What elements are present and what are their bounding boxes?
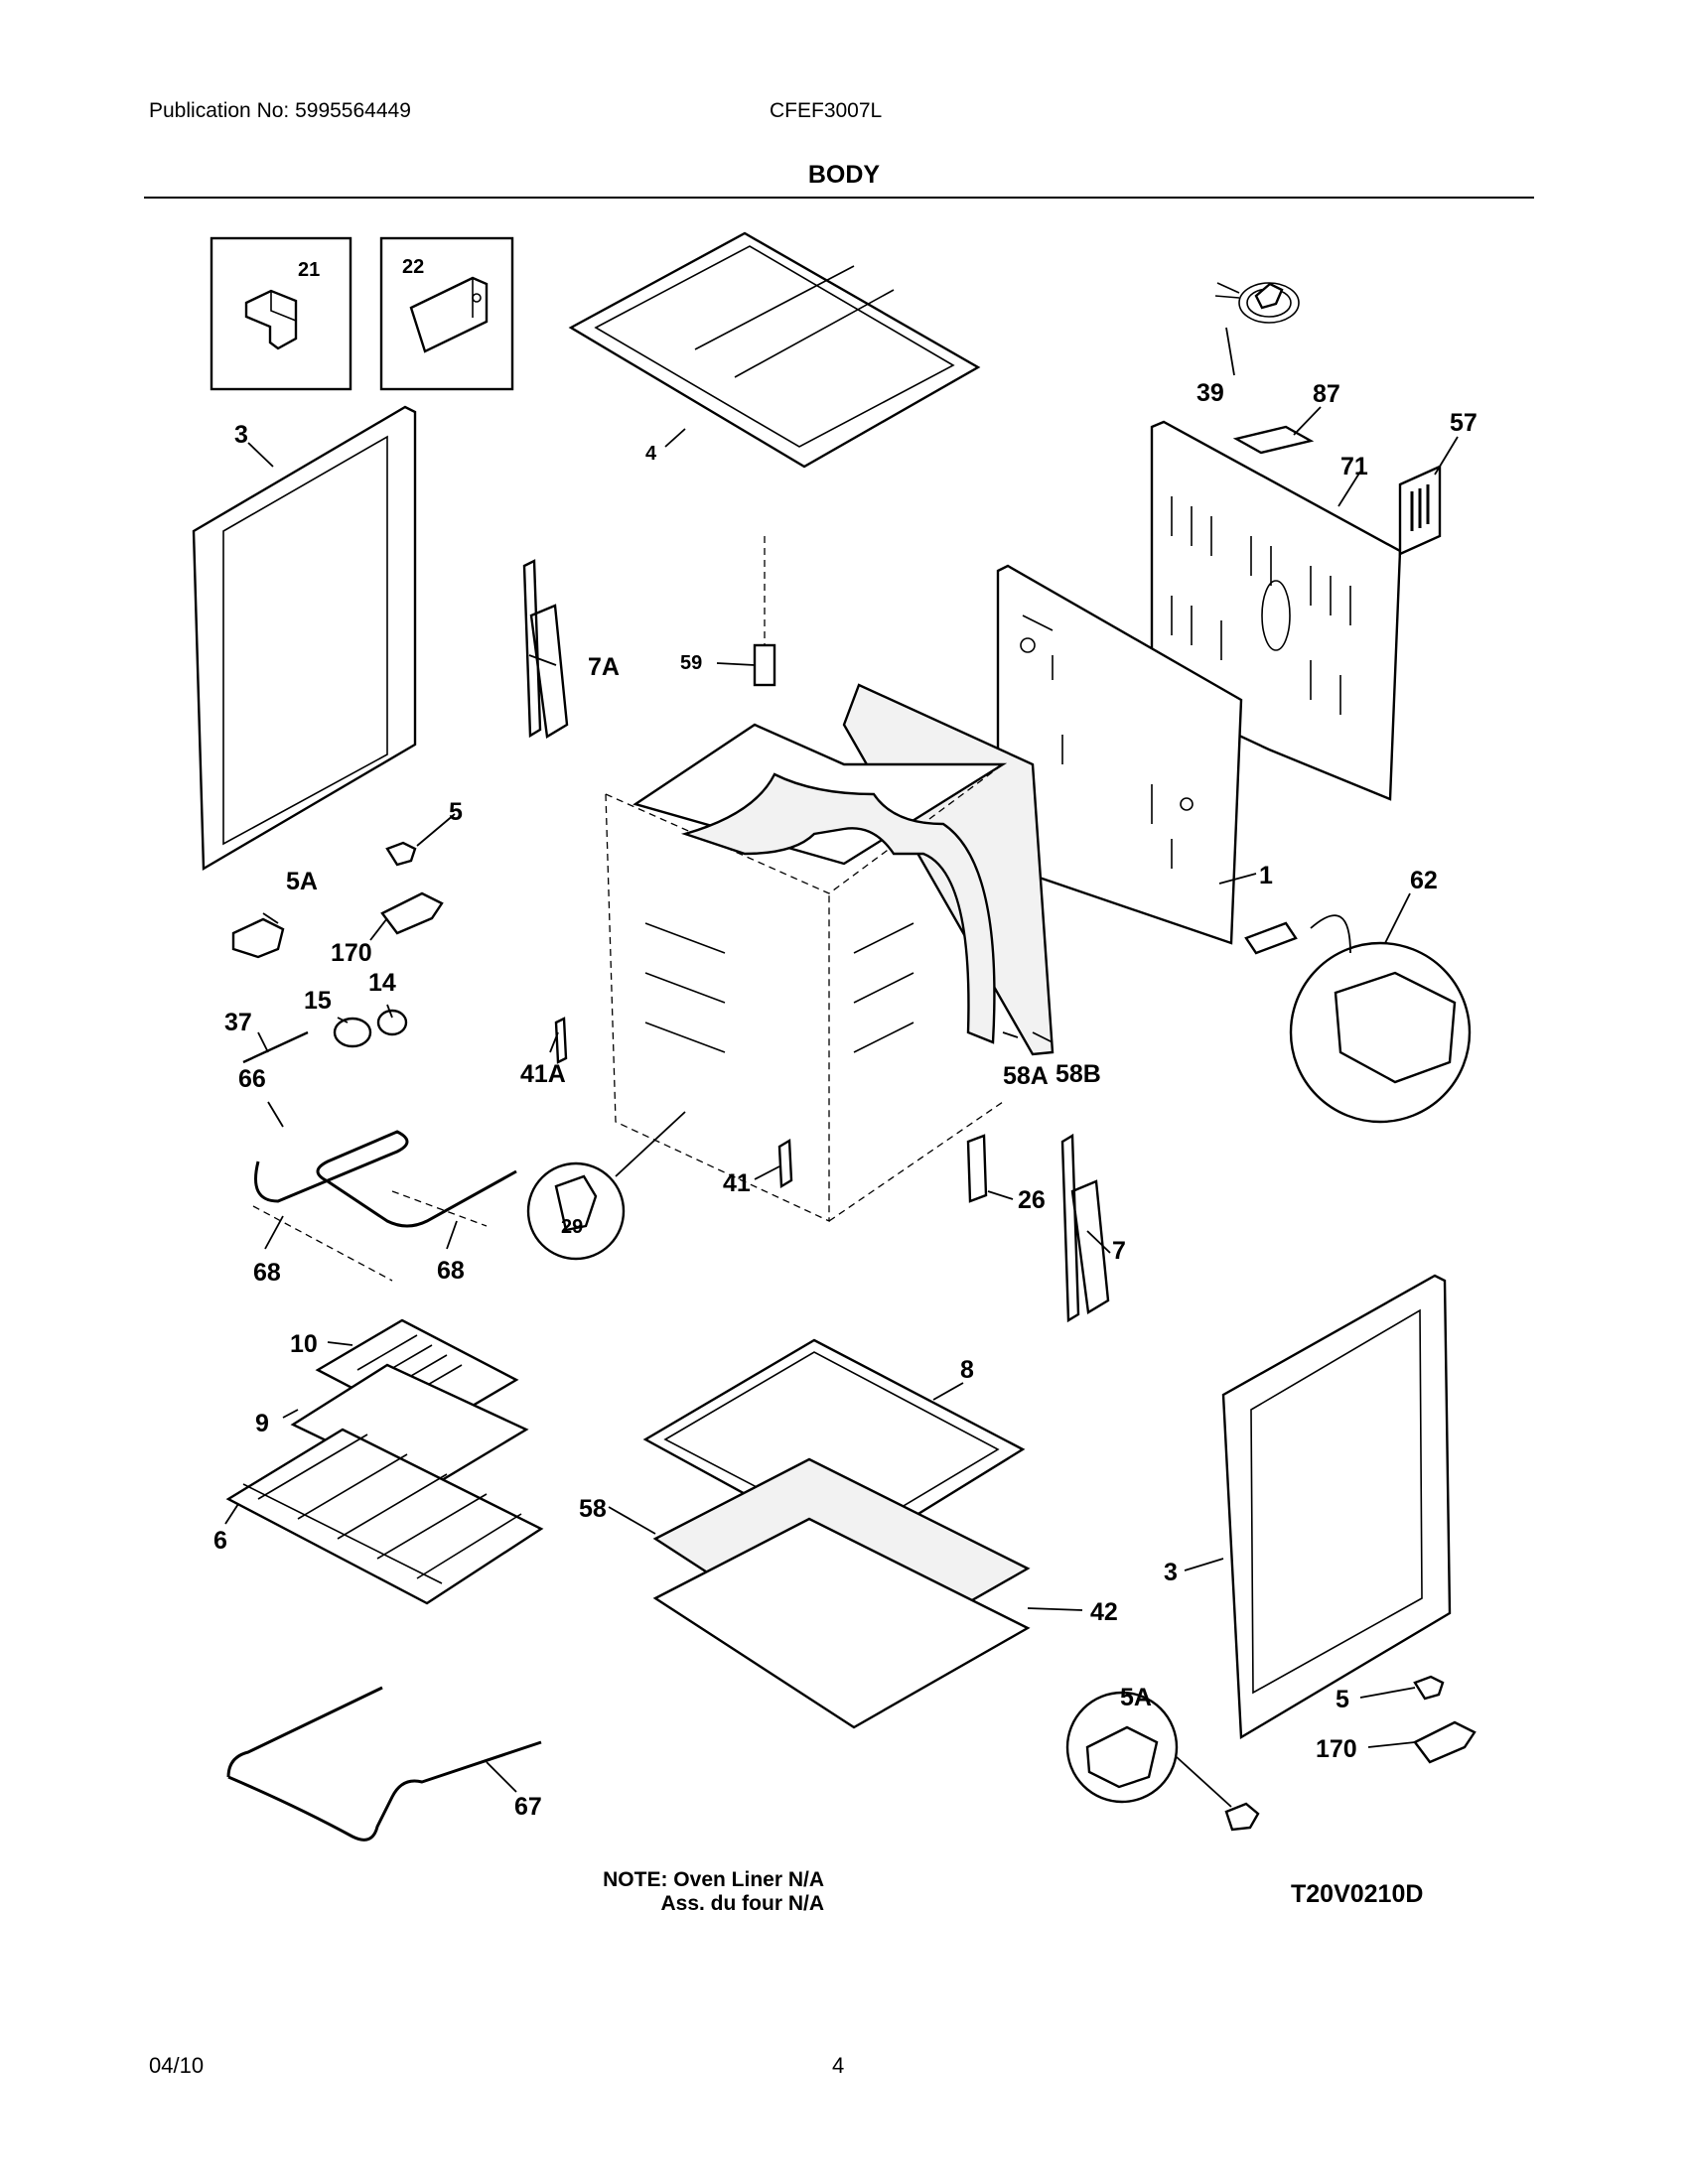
callout-26: 26 xyxy=(1018,1186,1046,1214)
part-5A-leg-right xyxy=(1224,1802,1260,1832)
part-7-hinge xyxy=(1060,1133,1110,1323)
part-68-insulator-right xyxy=(391,1190,488,1227)
callout-170-right: 170 xyxy=(1316,1735,1357,1763)
part-5-leveler-left xyxy=(385,841,417,867)
callout-57: 57 xyxy=(1450,409,1477,437)
part-57-vent-plate xyxy=(1398,465,1442,556)
part-37-sensor xyxy=(242,1030,309,1064)
callout-5A-right: 5A xyxy=(1120,1684,1152,1711)
callout-58A: 58A xyxy=(1003,1062,1049,1090)
callout-37: 37 xyxy=(224,1009,252,1036)
publication-number: Publication No: 5995564449 xyxy=(149,99,411,122)
header-rule xyxy=(144,197,1534,199)
model-number: CFEF3007L xyxy=(770,99,883,122)
part-5-leveler-right xyxy=(1413,1675,1445,1701)
inset-box-21 xyxy=(210,236,352,391)
detail-5A-circle xyxy=(1065,1691,1232,1808)
callout-170-left: 170 xyxy=(331,939,372,967)
part-4-top-panel xyxy=(568,231,981,469)
oven-cavity xyxy=(605,723,1008,1223)
callout-68-left: 68 xyxy=(253,1259,281,1287)
part-14-lens xyxy=(376,1009,408,1036)
callout-1: 1 xyxy=(1259,862,1273,889)
callout-87: 87 xyxy=(1313,380,1340,408)
part-3-right-side-panel xyxy=(1221,1274,1452,1740)
oven-liner-note: NOTE: Oven Liner N/A Ass. du four N/A xyxy=(516,1868,824,1916)
callout-7: 7 xyxy=(1112,1237,1126,1265)
callout-68-right: 68 xyxy=(437,1257,465,1285)
callout-4: 4 xyxy=(645,443,657,465)
callout-42: 42 xyxy=(1090,1598,1118,1626)
callout-3-right: 3 xyxy=(1164,1559,1178,1586)
part-26-bracket xyxy=(966,1134,988,1203)
callout-41A: 41A xyxy=(520,1060,566,1088)
callout-7A: 7A xyxy=(588,653,620,681)
callout-5-left: 5 xyxy=(449,798,463,826)
part-59-leveler xyxy=(753,536,776,687)
callout-29: 29 xyxy=(561,1216,583,1238)
detail-62-circle xyxy=(1244,914,1472,1124)
callout-22: 22 xyxy=(402,256,424,278)
callout-58B: 58B xyxy=(1055,1060,1101,1088)
part-41A-clip xyxy=(554,1017,568,1064)
part-7A-hinge xyxy=(522,559,569,739)
page-number: 4 xyxy=(832,2053,845,2078)
part-3-left-side-panel xyxy=(192,405,417,872)
part-58A-insulation-wrap xyxy=(680,772,996,1044)
callout-3-left: 3 xyxy=(234,421,248,449)
callout-58: 58 xyxy=(579,1495,607,1523)
section-title: BODY xyxy=(807,161,881,189)
callout-71: 71 xyxy=(1340,453,1368,480)
part-66-broil-element xyxy=(254,1130,517,1228)
detail-29-circle xyxy=(526,1111,686,1261)
leader-lines xyxy=(224,327,1459,1793)
note-line-french: Ass. du four N/A xyxy=(660,1892,824,1915)
part-68-insulator-left xyxy=(252,1205,393,1282)
callout-9: 9 xyxy=(255,1410,269,1437)
drawing-code: T20V0210D xyxy=(1291,1880,1424,1908)
part-87-bracket xyxy=(1232,425,1315,455)
callout-5-right: 5 xyxy=(1336,1686,1349,1713)
part-67-bake-element xyxy=(226,1686,542,1842)
callout-10: 10 xyxy=(290,1330,318,1358)
callout-8: 8 xyxy=(960,1356,974,1384)
inset-box-22 xyxy=(379,236,514,391)
note-line-english: NOTE: Oven Liner N/A xyxy=(603,1868,824,1891)
part-6-oven-rack xyxy=(225,1428,544,1605)
callout-15: 15 xyxy=(304,987,332,1015)
part-170-bracket-right xyxy=(1413,1720,1477,1764)
part-41-clip xyxy=(777,1138,793,1189)
part-15-bulb xyxy=(333,1017,372,1048)
callout-5A-left: 5A xyxy=(286,868,318,895)
footer-date: 04/10 xyxy=(149,2053,205,2078)
callout-39: 39 xyxy=(1196,379,1224,407)
callout-6: 6 xyxy=(213,1527,227,1555)
callout-41: 41 xyxy=(723,1169,751,1197)
part-5A-leg-left xyxy=(231,917,285,959)
callout-62: 62 xyxy=(1410,867,1438,894)
part-170-bracket-left xyxy=(380,891,444,935)
part-39-power-cord xyxy=(1214,282,1300,324)
callout-14: 14 xyxy=(368,969,396,997)
callout-21: 21 xyxy=(298,259,320,281)
callout-67: 67 xyxy=(514,1793,542,1821)
callout-59: 59 xyxy=(680,652,702,674)
callout-66: 66 xyxy=(238,1065,266,1093)
part-42-bottom-panel xyxy=(652,1517,1031,1729)
